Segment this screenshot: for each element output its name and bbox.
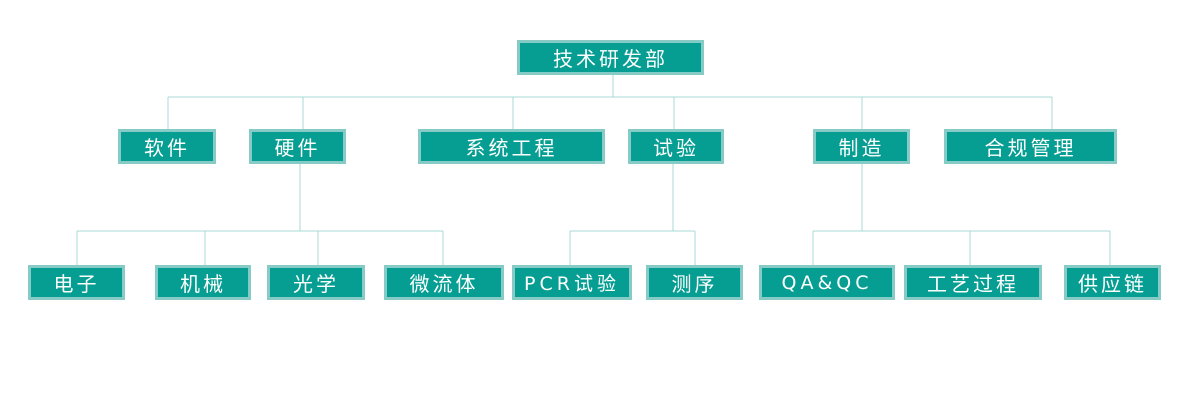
node-software: 软件	[118, 129, 216, 164]
node-testing: 试验	[628, 129, 724, 164]
node-pcr-testing: PCR试验	[512, 265, 632, 300]
node-electronics: 电子	[28, 265, 125, 300]
node-microfluidics: 微流体	[384, 265, 504, 300]
node-qa-qc: QA&QC	[759, 265, 895, 300]
node-supply-chain: 供应链	[1064, 265, 1161, 300]
node-process: 工艺过程	[904, 265, 1042, 300]
node-systems-engineering: 系统工程	[418, 129, 605, 164]
node-manufacturing: 制造	[813, 129, 910, 164]
node-mechanical: 机械	[155, 265, 251, 300]
node-compliance: 合规管理	[944, 129, 1117, 164]
node-rd-department: 技术研发部	[517, 40, 704, 75]
node-sequencing: 测序	[646, 265, 743, 300]
node-hardware: 硬件	[249, 129, 346, 164]
node-optics: 光学	[267, 265, 365, 300]
